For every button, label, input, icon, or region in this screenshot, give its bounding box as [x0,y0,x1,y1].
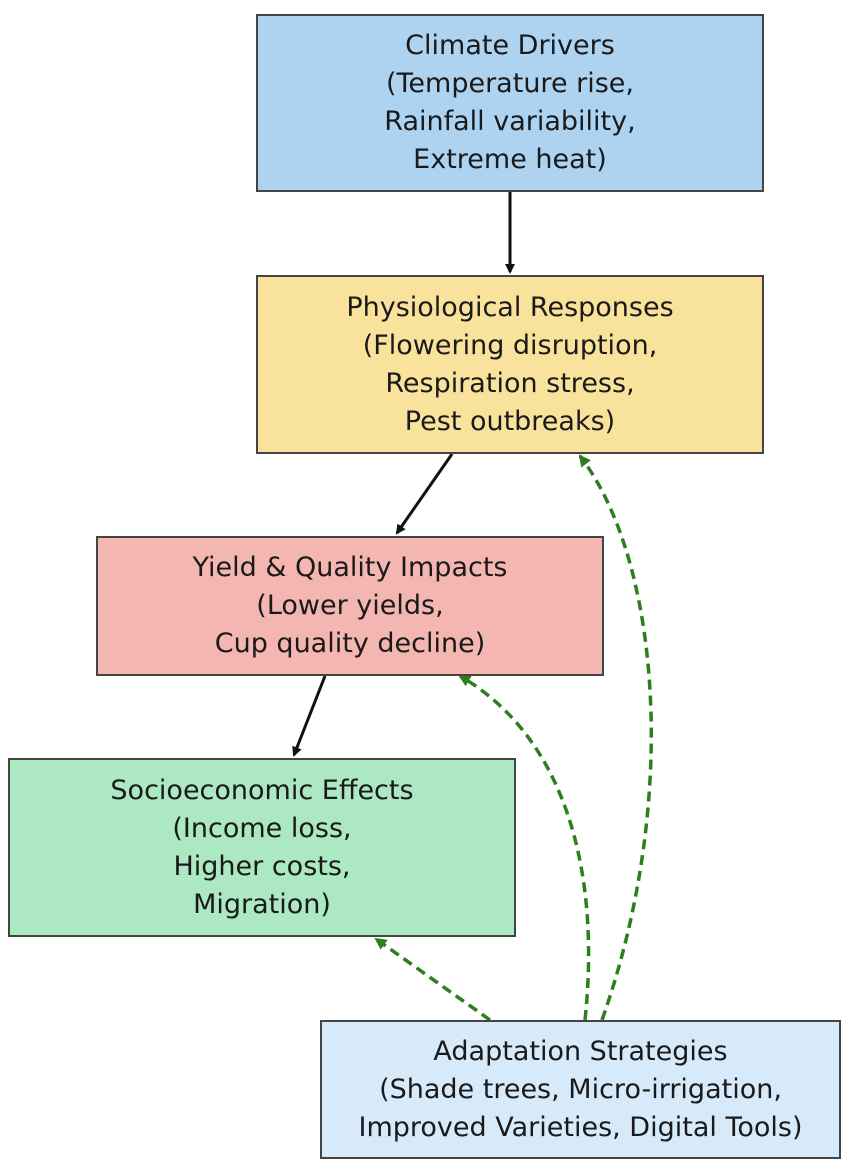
physio-line-3: Respiration stress, [385,367,635,399]
adapt-line-3: Improved Varieties, Digital Tools) [358,1111,803,1143]
climate-line-2: (Temperature rise, [385,68,634,99]
socio-line-3: Higher costs, [173,850,351,882]
yield-quality-impacts-box: Yield & Quality Impacts (Lower yields, C… [96,536,604,676]
physiological-responses-box: Physiological Responses (Flowering disru… [256,275,764,454]
yield-line-1: Yield & Quality Impacts [192,552,508,583]
socioeconomic-effects-box: Socioeconomic Effects (Income loss, High… [8,758,516,937]
adapt-line-1: Adaptation Strategies [433,1035,728,1067]
adaptation-strategies-box: Adaptation Strategies (Shade trees, Micr… [320,1020,841,1159]
socio-line-2: (Income loss, [172,812,352,844]
socio-line-4: Migration) [193,888,331,920]
physio-line-2: (Flowering disruption, [362,329,658,361]
edge-adapt-to-yield [458,674,591,1021]
physio-line-1: Physiological Responses [346,291,674,323]
climate-line-3: Rainfall variability, [384,106,636,137]
physio-line-4: Pest outbreaks) [404,405,616,437]
yield-line-2: (Lower yields, [256,590,444,621]
edge-physio-to-yield [395,453,454,535]
climate-drivers-box: Climate Drivers (Temperature rise, Rainf… [256,14,764,192]
edge-yield-to-socio [292,675,327,757]
socio-line-1: Socioeconomic Effects [110,774,414,806]
adapt-line-2: (Shade trees, Micro-irrigation, [379,1073,782,1105]
edge-adapt-to-socio [374,937,492,1022]
climate-line-1: Climate Drivers [405,30,615,61]
climate-line-4: Extreme heat) [413,144,607,175]
edge-adapt-to-physio [578,454,654,1021]
yield-line-3: Cup quality decline) [214,628,486,659]
